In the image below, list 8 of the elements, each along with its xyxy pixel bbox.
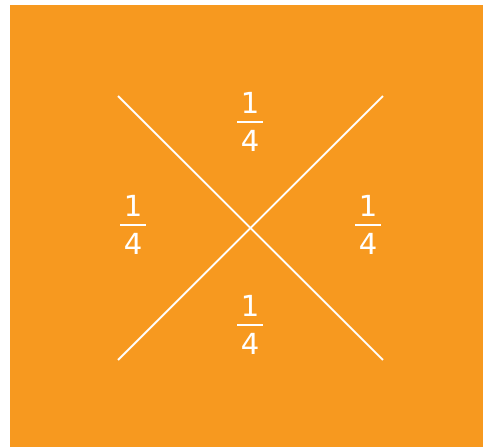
- numerator: 1: [240, 291, 260, 321]
- numerator: 1: [124, 191, 142, 221]
- numerator: 1: [358, 191, 378, 221]
- denominator: 4: [124, 229, 142, 259]
- numerator: 1: [240, 88, 260, 118]
- denominator: 4: [240, 126, 260, 156]
- denominator: 4: [358, 229, 378, 259]
- denominator: 4: [240, 329, 260, 359]
